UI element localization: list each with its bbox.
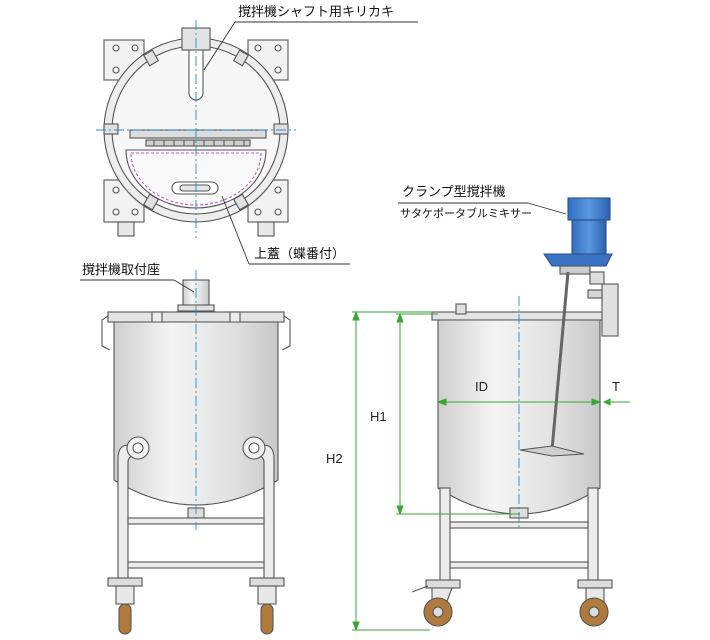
clamp-mixer bbox=[519, 197, 619, 457]
lid-lower-half bbox=[125, 149, 267, 209]
side-view bbox=[411, 197, 619, 627]
side-caster-left bbox=[411, 579, 461, 627]
side-caster-right bbox=[577, 579, 613, 627]
caster-right bbox=[249, 577, 285, 635]
dimension-h1: H1 bbox=[370, 409, 387, 424]
legs bbox=[117, 436, 275, 581]
hinge-bar bbox=[129, 129, 267, 139]
dimension-id: ID bbox=[475, 379, 488, 394]
dimension-h2: H2 bbox=[326, 451, 343, 466]
rim-clamps bbox=[103, 49, 289, 211]
label-shaft-cutout: 撹拌機シャフト用キリカキ bbox=[238, 5, 395, 20]
caster-left bbox=[107, 577, 143, 635]
mixer-motor bbox=[567, 197, 611, 221]
front-view bbox=[101, 270, 291, 635]
label-lid: 上蓋（蝶番付） bbox=[254, 247, 346, 262]
label-clamp-mixer-sub: サタケポータブルミキサー bbox=[400, 207, 532, 220]
top-view bbox=[96, 20, 296, 238]
dimension-t: T bbox=[612, 379, 620, 394]
label-mixer-mount: 撹拌機取付座 bbox=[82, 263, 161, 278]
dimension-lines bbox=[352, 310, 630, 632]
label-clamp-mixer: クランプ型撹拌機 bbox=[402, 185, 506, 200]
leader-lines bbox=[80, 21, 567, 293]
